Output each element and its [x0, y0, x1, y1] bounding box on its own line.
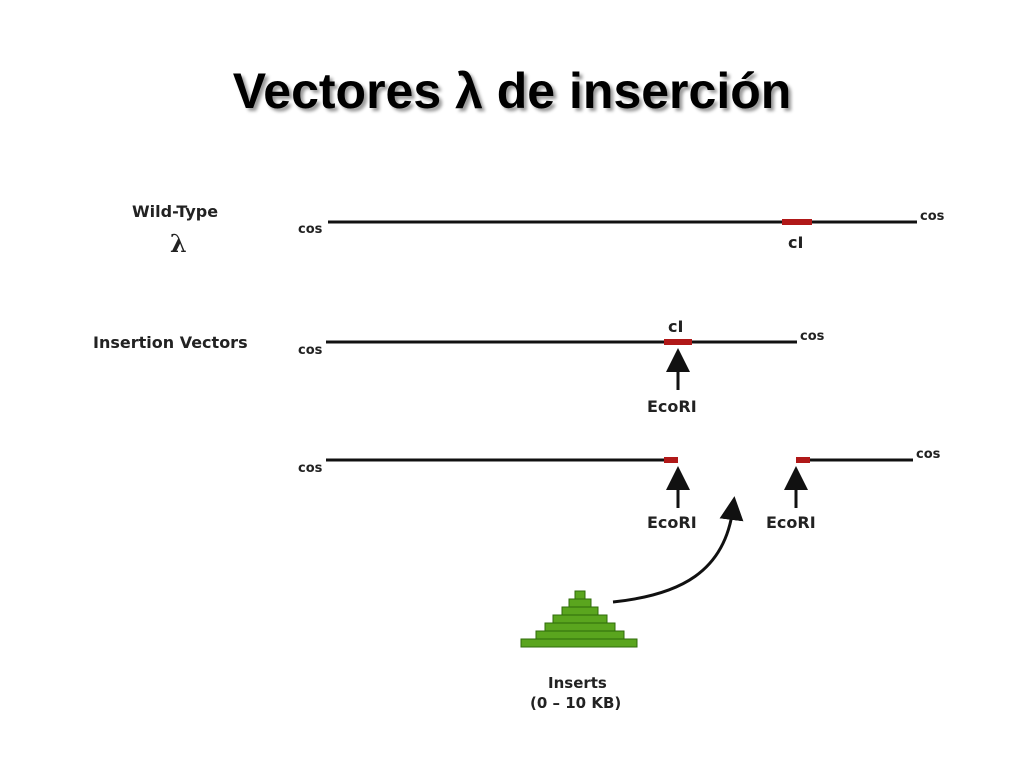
insertion-ecori-label: EcoRI — [647, 397, 697, 416]
wild-type-right-cos: cos — [920, 209, 945, 224]
wild-type-ci-region — [782, 219, 812, 225]
insertion-right-cos: cos — [800, 329, 825, 344]
cut-left-ci-fragment — [664, 457, 678, 463]
inserts-label: Inserts — [548, 674, 607, 692]
insertion-vector-row: Insertion Vectors cos cI cos EcoRI — [93, 317, 825, 416]
inserts-group: Inserts (0 – 10 KB) — [520, 496, 744, 712]
curved-arrow-icon — [612, 496, 744, 604]
cut-left-cos: cos — [298, 461, 323, 476]
cut-right-ci-fragment — [796, 457, 810, 463]
page-title: Vectores λ de inserción — [232, 63, 792, 119]
wild-type-ci-label: cI — [788, 233, 803, 252]
cut-left-ecori-label: EcoRI — [647, 513, 697, 532]
wild-type-left-cos: cos — [298, 222, 323, 237]
cut-vector-row: cos EcoRI cos EcoRI — [298, 447, 941, 532]
insertion-ci-region — [664, 339, 692, 345]
insertion-ci-label: cI — [668, 317, 683, 336]
cut-right-ecori-label: EcoRI — [766, 513, 816, 532]
fragment-stack-icon — [520, 590, 638, 648]
insertion-left-cos: cos — [298, 343, 323, 358]
cut-right-cos: cos — [916, 447, 941, 462]
lambda-symbol: λ — [170, 229, 187, 258]
inserts-size-range: (0 – 10 KB) — [530, 694, 621, 712]
insertion-vectors-label: Insertion Vectors — [93, 333, 248, 352]
wild-type-label: Wild-Type — [132, 202, 218, 221]
wild-type-row: Wild-Type λ cos cos cI — [132, 202, 945, 258]
